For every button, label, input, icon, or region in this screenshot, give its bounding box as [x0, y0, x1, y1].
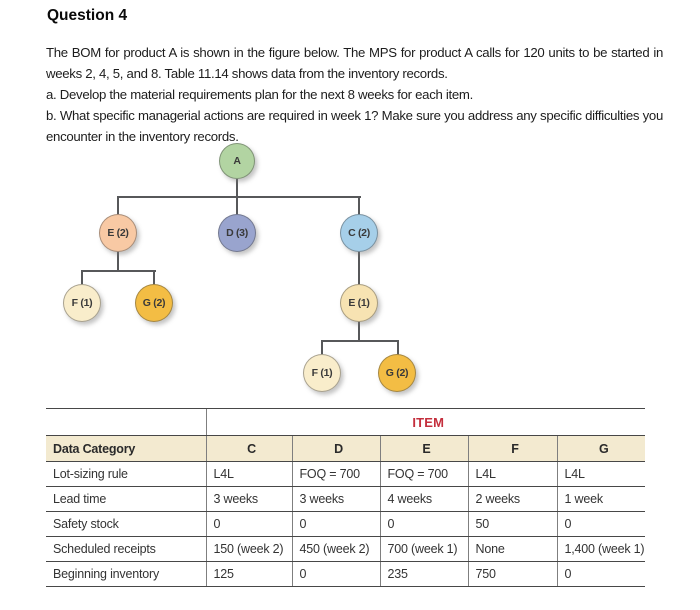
- question-paragraph: The BOM for product A is shown in the fi…: [46, 45, 663, 81]
- row-category: Beginning inventory: [46, 561, 206, 587]
- tree-connector: [358, 251, 360, 285]
- bom-node-e1: E (1): [340, 284, 378, 322]
- column-header-category: Data Category: [46, 435, 206, 462]
- table-cell: FOQ = 700: [379, 461, 468, 487]
- row-category: Lot-sizing rule: [46, 461, 206, 487]
- table-cell: 0: [556, 511, 646, 537]
- item-row-spacer: [46, 408, 206, 436]
- table-cell: 235: [379, 561, 468, 587]
- item-header: ITEM: [205, 408, 646, 436]
- tree-connector: [358, 321, 360, 341]
- question-title: Question 4: [47, 7, 128, 24]
- tree-connector: [81, 270, 156, 272]
- table-cell: 0: [291, 511, 380, 537]
- tree-connector: [117, 196, 119, 215]
- row-category: Lead time: [46, 486, 206, 512]
- table-cell: 3 weeks: [291, 486, 380, 512]
- table-row: Lead time 3 weeks 3 weeks 4 weeks 2 week…: [46, 486, 646, 512]
- tree-connector: [117, 251, 119, 272]
- row-category: Scheduled receipts: [46, 536, 206, 562]
- table-cell: FOQ = 700: [291, 461, 380, 487]
- table-cell: 2 weeks: [467, 486, 557, 512]
- column-header-g: G: [556, 435, 646, 462]
- table-cell: 0: [291, 561, 380, 587]
- tree-connector: [397, 340, 399, 355]
- table-cell: 125: [205, 561, 292, 587]
- table-row: Scheduled receipts 150 (week 2) 450 (wee…: [46, 536, 646, 562]
- table-cell: 0: [379, 511, 468, 537]
- bom-node-g2-left: G (2): [135, 284, 173, 322]
- table-cell: 750: [467, 561, 557, 587]
- bom-node-a: A: [219, 143, 255, 179]
- bom-node-f1-left: F (1): [63, 284, 101, 322]
- table-row: Safety stock 0 0 0 50 0: [46, 511, 646, 537]
- tree-connector: [117, 196, 361, 198]
- table-cell: 1,400 (week 1): [556, 536, 646, 562]
- row-category: Safety stock: [46, 511, 206, 537]
- tree-connector: [153, 270, 155, 285]
- table-header-row: Data Category C D E F G: [46, 435, 646, 462]
- table-cell: 150 (week 2): [205, 536, 292, 562]
- bom-node-e2: E (2): [99, 214, 137, 252]
- table-cell: 0: [205, 511, 292, 537]
- table-cell: 450 (week 2): [291, 536, 380, 562]
- tree-connector: [236, 196, 238, 215]
- column-header-f: F: [467, 435, 557, 462]
- table-cell: L4L: [556, 461, 646, 487]
- tree-connector: [81, 270, 83, 285]
- question-text: The BOM for product A is shown in the fi…: [46, 42, 663, 147]
- tree-connector: [358, 196, 360, 215]
- table-cell: None: [467, 536, 557, 562]
- bom-node-c2: C (2): [340, 214, 378, 252]
- bom-node-g2-right: G (2): [378, 354, 416, 392]
- inventory-table: ITEM Data Category C D E F G Lot-sizing …: [46, 408, 646, 587]
- bom-diagram: A E (2) D (3) C (2) F (1) G (2) E (1) F …: [0, 140, 470, 398]
- table-cell: 3 weeks: [205, 486, 292, 512]
- table-cell: L4L: [205, 461, 292, 487]
- question-item-b: b. What specific managerial actions are …: [46, 108, 663, 144]
- column-header-e: E: [379, 435, 468, 462]
- question-item-a: a. Develop the material requirements pla…: [46, 87, 473, 102]
- table-cell: 50: [467, 511, 557, 537]
- table-cell: 700 (week 1): [379, 536, 468, 562]
- tree-connector: [321, 340, 323, 355]
- tree-connector: [321, 340, 399, 342]
- table-cell: 0: [556, 561, 646, 587]
- column-header-d: D: [291, 435, 380, 462]
- column-header-c: C: [205, 435, 292, 462]
- table-cell: 1 week: [556, 486, 646, 512]
- table-row: Lot-sizing rule L4L FOQ = 700 FOQ = 700 …: [46, 461, 646, 487]
- table-cell: L4L: [467, 461, 557, 487]
- table-row: Beginning inventory 125 0 235 750 0: [46, 561, 646, 587]
- tree-connector: [236, 179, 238, 198]
- bom-node-f1-right: F (1): [303, 354, 341, 392]
- bom-node-d3: D (3): [218, 214, 256, 252]
- table-cell: 4 weeks: [379, 486, 468, 512]
- item-header-row: ITEM: [46, 408, 646, 436]
